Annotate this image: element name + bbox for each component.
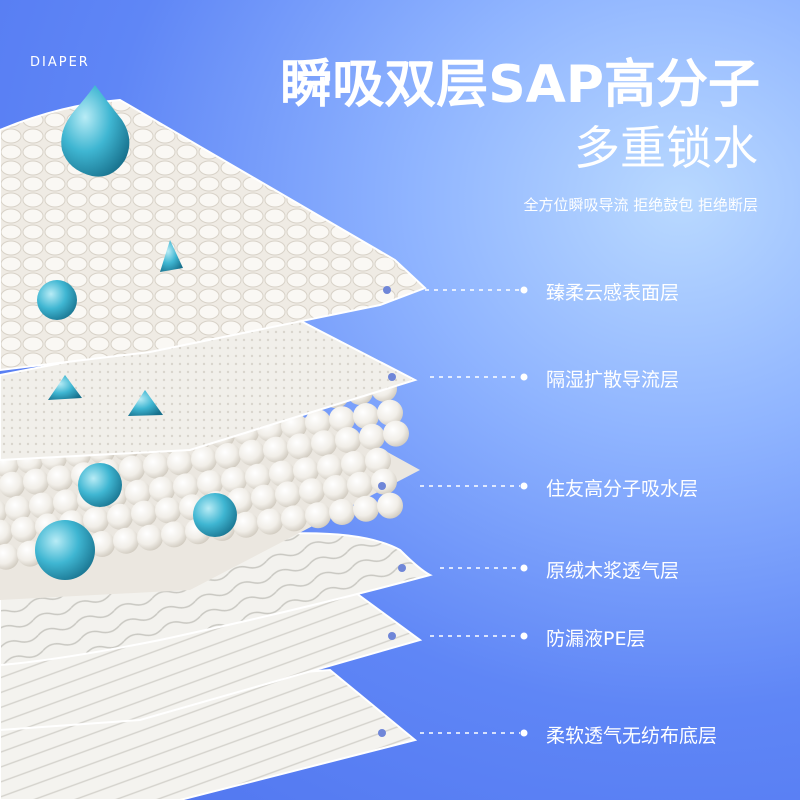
sap-bead bbox=[323, 475, 349, 501]
sap-bead bbox=[47, 465, 73, 492]
sap-bead bbox=[83, 507, 109, 533]
layer-label-sap: 住友高分子吸水层 bbox=[546, 478, 699, 500]
layer-label-surface: 臻柔云感表面层 bbox=[546, 282, 680, 304]
sap-bead bbox=[287, 433, 313, 460]
sap-bead bbox=[269, 460, 295, 487]
sap-bead bbox=[53, 489, 79, 516]
sap-bead bbox=[167, 449, 193, 476]
sap-bead bbox=[383, 420, 409, 447]
sap-bead bbox=[305, 409, 331, 436]
sap-bead bbox=[131, 500, 157, 527]
connector-start-dot bbox=[398, 564, 406, 572]
headline-title: 瞬吸双层SAP高分子 bbox=[280, 55, 760, 115]
connector-end-dot bbox=[520, 482, 528, 490]
droplet-group bbox=[35, 85, 237, 580]
sap-bead bbox=[143, 452, 169, 479]
sap-bead bbox=[353, 495, 379, 522]
sap-bead bbox=[335, 427, 361, 453]
sap-bead bbox=[149, 476, 175, 503]
sap-bead bbox=[215, 443, 241, 469]
sap-bead bbox=[155, 497, 181, 524]
sap-bead bbox=[293, 457, 319, 484]
sap-bead bbox=[191, 446, 217, 473]
sap-bead bbox=[245, 463, 271, 490]
connector-start-dot bbox=[378, 729, 386, 737]
headline-tagline: 全方位瞬吸导流 拒绝鼓包 拒绝断层 bbox=[523, 196, 758, 214]
connector-group bbox=[378, 286, 528, 737]
brand-label: DIAPER bbox=[30, 55, 90, 70]
sap-bead bbox=[365, 447, 391, 474]
sap-bead bbox=[173, 473, 199, 500]
sap-bead bbox=[341, 451, 367, 477]
sap-bead bbox=[0, 543, 19, 570]
sap-bead bbox=[329, 406, 355, 433]
sap-bead bbox=[233, 511, 259, 538]
sap-bead bbox=[299, 478, 325, 505]
sap-bead bbox=[221, 467, 247, 493]
water-droplet-icon bbox=[61, 85, 130, 177]
sap-bead bbox=[239, 439, 265, 466]
sap-bead bbox=[347, 471, 373, 498]
sap-bead bbox=[161, 521, 187, 548]
water-droplet-icon bbox=[35, 520, 95, 580]
layer-label-pe: 防漏液PE层 bbox=[546, 628, 646, 650]
sap-bead bbox=[125, 479, 151, 506]
sap-bead bbox=[0, 519, 13, 546]
water-droplet-icon bbox=[37, 280, 77, 320]
water-droplet-icon bbox=[128, 390, 163, 416]
connector-start-dot bbox=[383, 286, 391, 294]
sap-bead bbox=[251, 484, 277, 511]
sap-bead bbox=[5, 495, 31, 522]
sap-bead bbox=[281, 505, 307, 532]
sap-bead bbox=[89, 531, 115, 557]
connector-start-dot bbox=[378, 482, 386, 490]
sap-bead bbox=[29, 492, 55, 519]
water-droplet-icon bbox=[78, 463, 122, 507]
sap-bead bbox=[197, 470, 223, 497]
connector-end-dot bbox=[520, 373, 528, 381]
sap-bead bbox=[353, 403, 379, 429]
sap-bead bbox=[23, 468, 49, 495]
sap-bead bbox=[263, 436, 289, 463]
sap-bead bbox=[359, 423, 385, 450]
sap-bead bbox=[317, 454, 343, 481]
water-droplet-icon bbox=[193, 493, 237, 537]
sap-bead bbox=[329, 499, 355, 525]
sap-bead bbox=[275, 481, 301, 508]
sap-bead bbox=[377, 399, 403, 426]
sap-bead bbox=[377, 492, 403, 519]
connector-end-dot bbox=[520, 286, 528, 294]
water-droplet-icon bbox=[48, 375, 82, 400]
layer-label-diffusion: 隔湿扩散导流层 bbox=[546, 369, 680, 391]
connector-end-dot bbox=[520, 729, 528, 737]
connector-end-dot bbox=[520, 632, 528, 640]
sap-bead bbox=[107, 503, 133, 530]
sap-bead bbox=[11, 516, 37, 543]
connector-end-dot bbox=[520, 564, 528, 572]
water-droplet-icon bbox=[160, 240, 183, 272]
sap-bead bbox=[119, 455, 145, 482]
sap-bead bbox=[0, 500, 7, 524]
sap-bead bbox=[113, 527, 139, 554]
headline-subtitle: 多重锁水 bbox=[574, 121, 758, 175]
sap-bead bbox=[0, 471, 25, 498]
sap-bead bbox=[305, 502, 331, 529]
layer-label-nonwoven: 柔软透气无纺布底层 bbox=[546, 725, 718, 747]
sap-bead bbox=[257, 508, 283, 535]
layer-label-woodpulp: 原绒木浆透气层 bbox=[546, 560, 680, 582]
connector-start-dot bbox=[388, 632, 396, 640]
sap-bead bbox=[137, 524, 163, 551]
sap-bead bbox=[311, 430, 337, 457]
sap-bead bbox=[371, 468, 397, 495]
connector-start-dot bbox=[388, 373, 396, 381]
